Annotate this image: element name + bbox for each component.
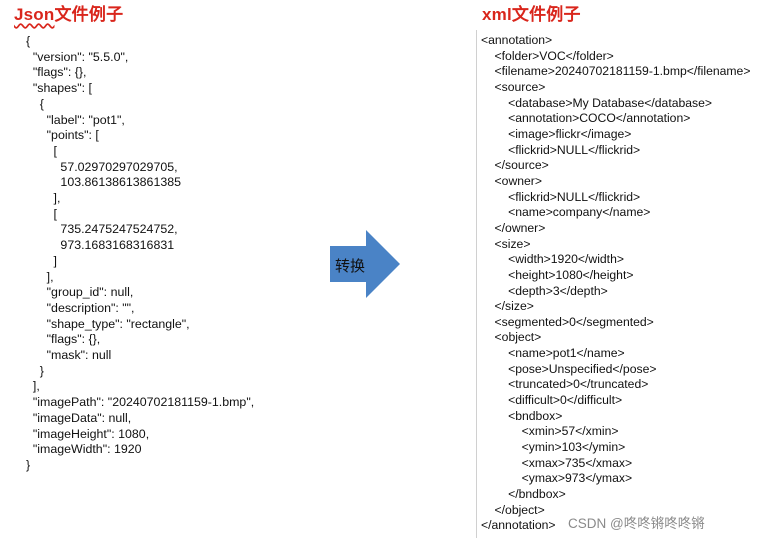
xml-code-line: <bndbox> [481, 408, 563, 423]
xml-code-line: </source> [481, 158, 549, 173]
json-code-line: ], [26, 191, 61, 206]
json-title-word: Json [14, 5, 55, 24]
xml-code-line: <depth>3</depth> [481, 283, 608, 298]
watermark: CSDN @咚咚锵咚咚锵 [568, 516, 705, 531]
xml-code-line: <difficult>0</difficult> [481, 393, 623, 408]
xml-code-line: <owner> [481, 173, 542, 188]
json-code-line: "imagePath": "20240702181159-1.bmp", [26, 395, 255, 410]
json-code-line: "points": [ [26, 128, 99, 143]
xml-code-line: <ymin>103</ymin> [481, 440, 626, 455]
xml-code-line: </owner> [481, 220, 546, 235]
json-code-line: "description": "", [26, 300, 135, 315]
xml-code-line: <flickrid>NULL</flickrid> [481, 142, 641, 157]
xml-code-line: <truncated>0</truncated> [481, 377, 649, 392]
json-code-line: } [26, 457, 31, 472]
xml-code-line: <name>pot1</name> [481, 346, 625, 361]
xml-code-line: <xmin>57</xmin> [481, 424, 619, 439]
xml-code-line: <object> [481, 330, 542, 345]
xml-code-line: <xmax>735</xmax> [481, 455, 633, 470]
xml-code-line: <width>1920</width> [481, 252, 624, 267]
json-code-line: "mask": null [26, 348, 112, 363]
json-title-rest: 文件例子 [54, 5, 124, 24]
json-code-line: ] [26, 253, 57, 268]
json-code-line: ], [26, 379, 40, 394]
json-code-line: "group_id": null, [26, 285, 134, 300]
json-code-line: "imageData": null, [26, 410, 132, 425]
xml-code-line: <segmented>0</segmented> [481, 314, 654, 329]
xml-code-line: <pose>Unspecified</pose> [481, 361, 657, 376]
json-code-line: [ [26, 206, 57, 221]
json-code-line: { [26, 34, 31, 48]
xml-code-line: </bndbox> [481, 487, 566, 502]
xml-code-line: <database>My Database</database> [481, 95, 713, 110]
convert-label: 转换 [335, 257, 366, 275]
json-code-line: [ [26, 143, 57, 158]
xml-code-line: <height>1080</height> [481, 267, 634, 282]
xml-code-line: <image>flickr</image> [481, 126, 632, 141]
xml-code-line: <filename>20240702181159-1.bmp</filename… [481, 64, 751, 79]
xml-code-line: <source> [481, 79, 546, 94]
xml-code-line: </object> [481, 502, 545, 517]
convert-arrow: 转换 [330, 230, 400, 298]
json-code-line: 103.86138613861385 [26, 175, 182, 190]
json-code-block: { "version": "5.5.0", "flags": {}, "shap… [26, 34, 254, 474]
json-code-line: { [26, 96, 44, 111]
xml-code-block: <annotation> <folder>VOC</folder> <filen… [481, 33, 750, 534]
json-code-line: "imageWidth": 1920 [26, 442, 142, 457]
json-example-title: Json文件例子 [14, 0, 123, 25]
json-code-line: 57.02970297029705, [26, 159, 178, 174]
xml-panel: <annotation> <folder>VOC</folder> <filen… [476, 30, 774, 538]
xml-code-line: <flickrid>NULL</flickrid> [481, 189, 641, 204]
json-code-line: } [26, 363, 44, 378]
xml-code-line: </size> [481, 299, 534, 314]
json-code-line: "flags": {}, [26, 332, 101, 347]
xml-code-line: <ymax>973</ymax> [481, 471, 633, 486]
json-code-line: "flags": {}, [26, 65, 87, 80]
xml-code-line: <size> [481, 236, 531, 251]
xml-example-title: xml文件例子 [482, 5, 581, 24]
xml-code-line: </annotation> [481, 518, 556, 533]
json-code-line: 735.2475247524752, [26, 222, 178, 237]
json-code-line: "shapes": [ [26, 81, 92, 96]
right-arrow-icon [330, 230, 400, 298]
json-code-line: "imageHeight": 1080, [26, 426, 150, 441]
xml-code-line: <folder>VOC</folder> [481, 48, 614, 63]
json-code-line: ], [26, 269, 54, 284]
json-code-line: 973.1683168316831 [26, 238, 175, 253]
json-code-line: "shape_type": "rectangle", [26, 316, 190, 331]
xml-code-line: <annotation>COCO</annotation> [481, 111, 691, 126]
json-code-line: "version": "5.5.0", [26, 49, 129, 64]
xml-code-line: <name>company</name> [481, 205, 651, 220]
xml-code-line: <annotation> [481, 33, 553, 47]
json-code-line: "label": "pot1", [26, 112, 125, 127]
